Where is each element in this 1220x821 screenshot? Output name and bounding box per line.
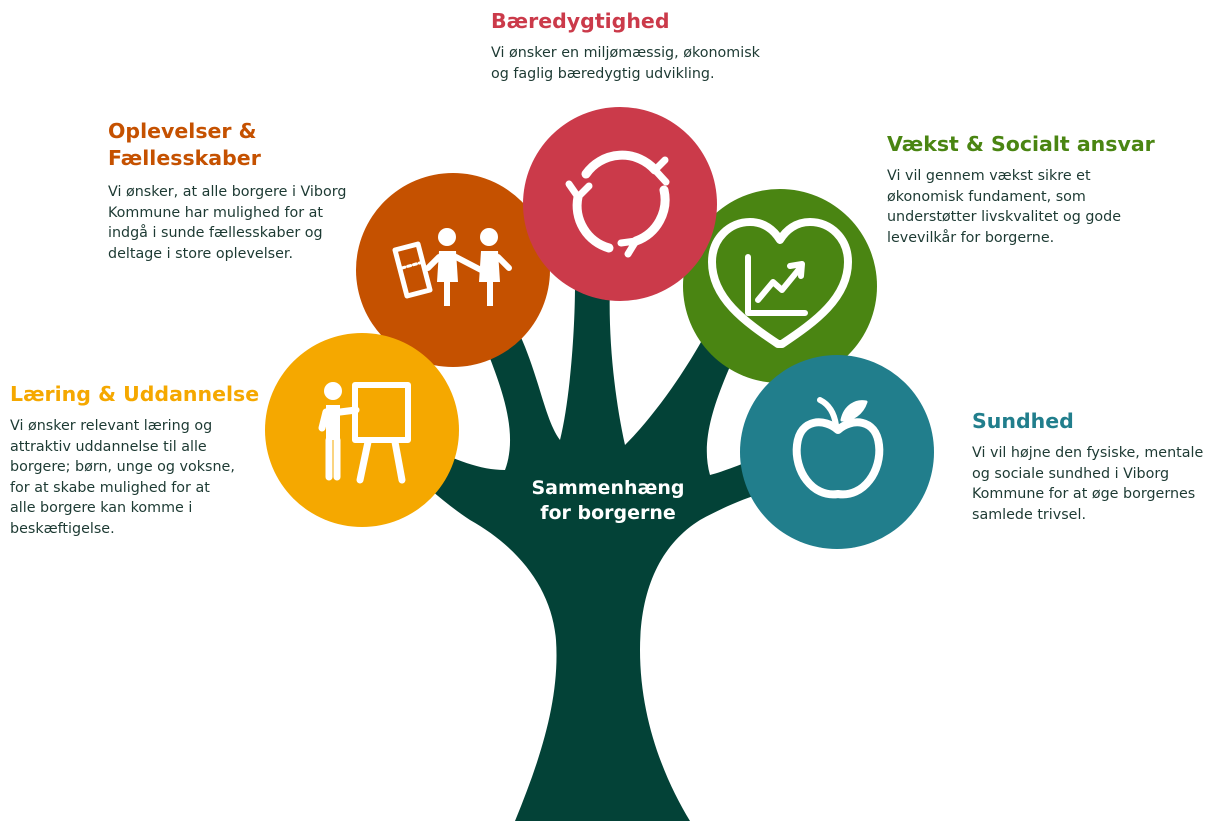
circle-baeredygtighed <box>523 107 717 301</box>
heart-growth-chart-icon <box>708 218 852 348</box>
text-line: attraktiv uddannelse til alle <box>10 438 207 455</box>
text-line: Vi ønsker, at alle borgere i Viborg <box>108 184 347 200</box>
section-laering-title: Læring & Uddannelse <box>10 382 260 406</box>
tree-trunk <box>410 285 795 821</box>
text-line: alle borgere kan komme i <box>10 500 193 516</box>
section-sundhed: Sundhed Vi vil højne den fysiske, mental… <box>972 408 1217 525</box>
section-vaekst: Vækst & Socialt ansvar Vi vil gennem væk… <box>887 131 1187 248</box>
circle-laering <box>265 333 459 527</box>
section-baeredygtighed-title: Bæredygtighed <box>491 9 670 33</box>
text-line: Kommune har mulighed for at <box>108 204 324 221</box>
text-line: deltage i store oplevelser. <box>108 245 294 262</box>
section-vaekst-title: Vækst & Socialt ansvar <box>887 132 1155 156</box>
text-line: og sociale sundhed i Viborg <box>972 465 1170 482</box>
apple-icon <box>792 397 884 499</box>
text-line: levevilkår for borgerne. <box>887 229 1055 246</box>
text-line: understøtter livskvalitet og gode <box>887 209 1122 225</box>
center-label-line-1: Sammenhæng <box>531 477 685 499</box>
circle-sundhed <box>740 355 934 549</box>
people-ticket-icon <box>392 228 512 306</box>
section-sundhed-text: Vi vil højne den fysiske, mentale og soc… <box>972 443 1217 525</box>
text-line: Vi ønsker relevant læring og <box>10 418 213 434</box>
text-line: Vi vil gennem vækst sikre et <box>887 168 1091 184</box>
text-line: borgere; børn, unge og voksne, <box>10 459 235 475</box>
text-line: og faglig bæredygtig udvikling. <box>491 65 715 82</box>
center-label-line-2: for borgerne <box>540 502 676 524</box>
text-line: Kommune for at øge borgernes <box>972 486 1196 502</box>
text-line: indgå i sunde fællesskaber og <box>108 225 323 241</box>
center-label: Sammenhæng for borgerne <box>498 476 718 526</box>
section-oplevelser-title: Oplevelser & Fællesskaber <box>108 118 373 172</box>
section-sundhed-title: Sundhed <box>972 409 1074 433</box>
section-laering-text: Vi ønsker relevant læring og attraktiv u… <box>10 416 265 539</box>
section-laering: Læring & Uddannelse Vi ønsker relevant l… <box>10 381 265 539</box>
teacher-board-icon <box>318 382 411 484</box>
text-line: for at skabe mulighed for at <box>10 479 210 496</box>
section-oplevelser: Oplevelser & Fællesskaber Vi ønsker, at … <box>108 118 373 264</box>
text-line: økonomisk fundament, som <box>887 188 1086 205</box>
section-baeredygtighed: Bæredygtighed Vi ønsker en miljømæssig, … <box>491 8 801 84</box>
section-vaekst-text: Vi vil gennem vækst sikre et økonomisk f… <box>887 166 1187 248</box>
title-line: Oplevelser & <box>108 119 257 143</box>
title-line: Fællesskaber <box>108 146 261 170</box>
text-line: Vi ønsker en miljømæssig, økonomisk <box>491 45 760 61</box>
section-oplevelser-text: Vi ønsker, at alle borgere i Viborg Komm… <box>108 182 373 264</box>
text-line: Vi vil højne den fysiske, mentale <box>972 445 1204 461</box>
text-line: samlede trivsel. <box>972 506 1086 523</box>
text-line: beskæftigelse. <box>10 520 115 537</box>
section-baeredygtighed-text: Vi ønsker en miljømæssig, økonomisk og f… <box>491 43 801 84</box>
recycle-arrows-icon <box>565 150 670 258</box>
